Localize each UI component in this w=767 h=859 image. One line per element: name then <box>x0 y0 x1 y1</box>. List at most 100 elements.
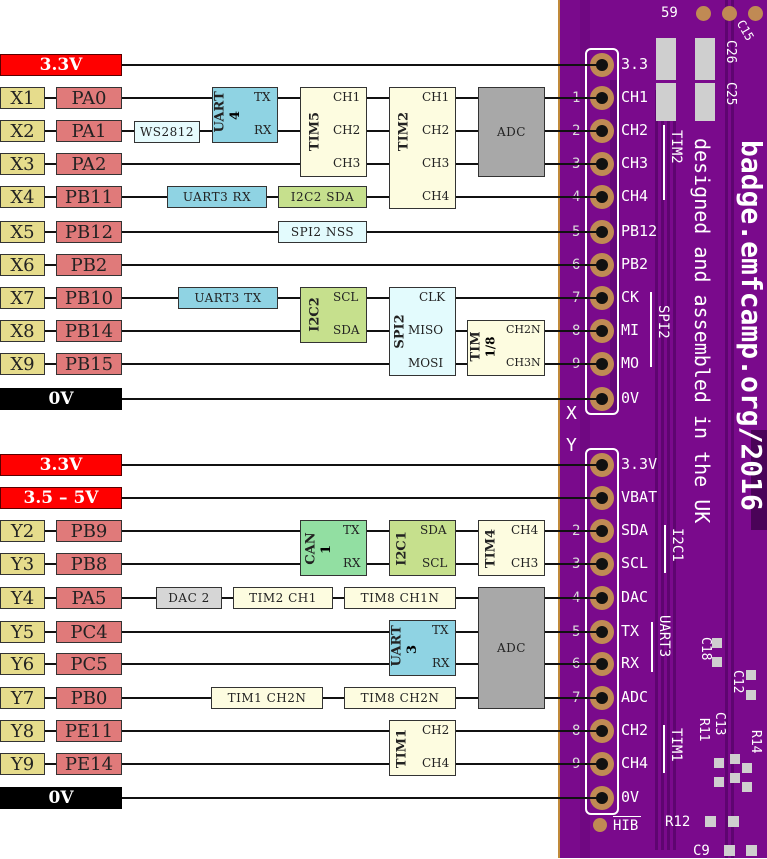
ground-label-y: 0V <box>0 787 122 809</box>
wire <box>545 597 600 599</box>
smd-pad <box>730 754 740 764</box>
mcu-pin-label: PB15 <box>56 353 122 375</box>
tim2-ch1: CH1 <box>422 90 450 104</box>
wire <box>545 130 600 132</box>
uart3-title: UART <box>389 625 405 667</box>
component-label-c9: C9 <box>693 843 710 859</box>
adc-block-x: ADC <box>478 87 545 177</box>
wire <box>456 363 467 365</box>
wire <box>456 163 478 165</box>
pin-label: 3.3V <box>621 455 658 473</box>
tim4-ch3: CH3 <box>511 556 539 570</box>
tim1-group-line <box>663 725 665 773</box>
wire <box>122 163 300 165</box>
pcb-top-label: 59 <box>661 5 678 21</box>
mcu-pin-label: PA2 <box>56 153 122 175</box>
spi2-miso: MISO <box>408 323 444 337</box>
pin-label: MI <box>621 321 640 339</box>
tim5-ch2: CH2 <box>333 123 361 137</box>
wire <box>45 663 56 665</box>
wire <box>122 363 389 365</box>
y-pin-id: Y5 <box>0 621 45 643</box>
smd-pad <box>746 670 756 680</box>
wire <box>278 130 300 132</box>
pcb-group-spi2: SPI2 <box>655 305 671 339</box>
mcu-pin-label: PA1 <box>56 120 122 142</box>
wire <box>456 631 478 633</box>
wire <box>45 330 56 332</box>
wire <box>45 264 56 266</box>
tim2-ch3: CH3 <box>422 156 450 170</box>
wire <box>456 196 600 198</box>
mcu-pin-label: PB9 <box>56 520 122 542</box>
i2c2-sda: SDA <box>333 323 360 337</box>
wire <box>200 130 212 132</box>
wire <box>456 530 478 532</box>
tim4-ch4: CH4 <box>511 523 539 537</box>
pcb-board <box>558 0 767 858</box>
uart4-block <box>212 87 278 143</box>
wire <box>45 631 56 633</box>
i2c2-block <box>300 287 367 343</box>
i2c1-scl: SCL <box>422 556 448 570</box>
smd-pad <box>724 845 735 856</box>
wire <box>545 330 600 332</box>
header-pin <box>590 686 614 710</box>
component-label-c18: C18 <box>698 637 713 661</box>
wire-x-gnd <box>122 398 600 400</box>
smd-pad <box>728 816 739 827</box>
mcu-pin-label: PA0 <box>56 87 122 109</box>
tim1-8-ch2n: CH2N <box>506 323 541 336</box>
wire <box>456 563 478 565</box>
wire-y-3v3 <box>122 464 600 466</box>
wire <box>545 530 600 532</box>
smd-pad <box>742 782 752 792</box>
wire <box>456 763 600 765</box>
tim8-ch1n-block: TIM8 CH1N <box>344 587 456 609</box>
wire <box>45 597 56 599</box>
can1-title: CAN <box>303 532 319 565</box>
mcu-pin-label: PB8 <box>56 553 122 575</box>
i2c1-title: I2C1 <box>394 531 410 566</box>
mcu-pin-label: PB0 <box>56 687 122 709</box>
y-pin-id: Y3 <box>0 553 45 575</box>
tim2-group-line <box>663 125 665 200</box>
tim1-block <box>389 720 456 776</box>
can1-rx: RX <box>343 556 361 570</box>
pin-label: 3.3 <box>621 55 649 73</box>
y-pin-id: Y6 <box>0 653 45 675</box>
wire <box>122 697 211 699</box>
wire-x-3v3 <box>122 64 600 66</box>
wire <box>545 97 600 99</box>
spi2-nss-block: SPI2 NSS <box>278 221 367 243</box>
x-pin-id: X4 <box>0 186 45 208</box>
y-pin-id: Y2 <box>0 520 45 542</box>
pin-label: 0V <box>621 788 640 806</box>
smd-pad <box>712 638 722 648</box>
smd-pad <box>695 83 715 121</box>
header-pin <box>590 86 614 110</box>
wire <box>45 163 56 165</box>
pin-label: RX <box>621 654 640 672</box>
pcb-group-tim2: TIM2 <box>668 130 684 164</box>
uart3-block <box>389 620 456 676</box>
wire <box>122 763 389 765</box>
wire <box>122 330 300 332</box>
wire <box>367 530 389 532</box>
wire <box>122 631 389 633</box>
wire <box>367 163 389 165</box>
wire <box>122 663 389 665</box>
mcu-pin-label: PB10 <box>56 287 122 309</box>
wire <box>45 530 56 532</box>
tim1-8-title: TIM <box>468 331 484 362</box>
wire <box>45 763 56 765</box>
wire <box>122 97 212 99</box>
spi2-block <box>389 287 456 376</box>
header-pin <box>590 185 614 209</box>
can1-block <box>300 520 367 576</box>
spi2-mosi: MOSI <box>408 356 444 370</box>
tim1-ch2: CH2 <box>422 723 450 737</box>
tim5-ch3: CH3 <box>333 156 361 170</box>
tim2-ch4: CH4 <box>422 189 450 203</box>
pcb-group-i2c1: I2C1 <box>669 528 685 562</box>
